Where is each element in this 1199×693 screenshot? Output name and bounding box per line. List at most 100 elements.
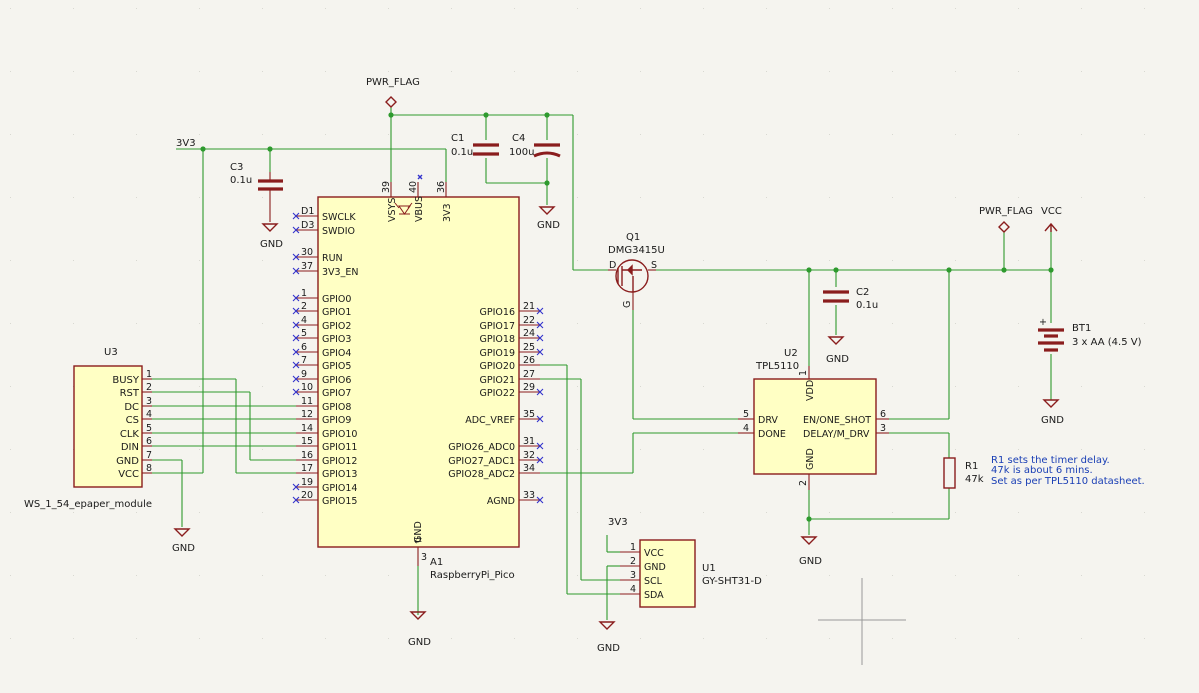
pico-pin-num-36: 36 <box>436 181 447 193</box>
u3-pin-num-4: 4 <box>146 409 152 420</box>
q1-value: DMG3415U <box>608 245 665 256</box>
note-line-1: R1 sets the timer delay. <box>991 455 1110 466</box>
no-connect-icon <box>536 442 544 450</box>
no-connect-icon <box>292 388 300 396</box>
c4-gnd-label: GND <box>537 220 560 231</box>
pico-pin-name-gpio4: GPIO4 <box>322 348 351 359</box>
no-connect-icon <box>292 307 300 315</box>
pico-pin-name-gpio21: GPIO21 <box>480 375 515 386</box>
pico-pin-num-12: 12 <box>301 409 313 420</box>
pico-pin-num-32: 32 <box>523 450 535 461</box>
u1-pin-name-vcc: VCC <box>644 548 664 559</box>
no-connect-icon <box>292 253 300 261</box>
pico-pin-name-gpio14: GPIO14 <box>322 483 357 494</box>
pico-pin-name-gpio20: GPIO20 <box>480 361 515 372</box>
pico-pin-name-swclk: SWCLK <box>322 212 356 223</box>
c2-gnd-label: GND <box>826 354 849 365</box>
u1-gnd-label: GND <box>597 643 620 654</box>
u3-pin-name-rst: RST <box>120 388 140 399</box>
no-connect-icon <box>292 496 300 504</box>
net-label-3v3: 3V3 <box>176 138 196 149</box>
pico-pin-name-gpio0: GPIO0 <box>322 294 351 305</box>
pico-pin-name-gnd: GND <box>413 521 424 543</box>
pico-pin-name-gpio15: GPIO15 <box>322 496 357 507</box>
capacitor-c1[interactable]: C1 0.1u <box>451 133 499 158</box>
u1-pin-num-2: 2 <box>630 556 636 567</box>
pico-pin-name-gpio22: GPIO22 <box>480 388 515 399</box>
timer-u2[interactable]: 5 DRV 4 DONE 6 EN/ONE_SHOT 3 DELAY/M_DRV… <box>738 348 889 567</box>
u3-pin-num-1: 1 <box>146 369 152 380</box>
pico-pin-name-gpio17: GPIO17 <box>480 321 515 332</box>
pico-gnd-arrow: ⇄ <box>414 535 422 546</box>
pico-pin-num-39: 39 <box>381 181 392 193</box>
pico-pin-num-30: 30 <box>301 247 313 258</box>
q1-pin-s: S <box>651 260 657 271</box>
pico-pin-num-24: 24 <box>523 328 535 339</box>
pico-pin-num-11: 11 <box>301 396 313 407</box>
u1-pin-name-sda: SDA <box>644 590 664 601</box>
pico-pin-name-gpio6: GPIO6 <box>322 375 351 386</box>
no-connect-icon <box>292 294 300 302</box>
a1-ref: A1 <box>430 557 443 568</box>
u3-pin-num-3: 3 <box>146 396 152 407</box>
u3-pin-name-vcc: VCC <box>118 469 139 480</box>
no-connect-icon <box>536 415 544 423</box>
pico-pin-name-gpio11: GPIO11 <box>322 442 357 453</box>
u2-pin-name-en: EN/ONE_SHOT <box>803 415 871 426</box>
no-connect-icon <box>292 212 300 220</box>
capacitor-c2[interactable]: C2 0.1u GND <box>823 287 878 365</box>
u1-pin-name-scl: SCL <box>644 576 663 587</box>
pico-pin-name-gpio18: GPIO18 <box>480 334 515 345</box>
pico-pin-name-gpio13: GPIO13 <box>322 469 357 480</box>
cursor-crosshair <box>818 578 906 665</box>
junction-dots <box>200 112 1054 522</box>
no-connect-icon <box>536 307 544 315</box>
pico-gnd-symbol <box>409 611 427 620</box>
u2-ref: U2 <box>784 348 798 359</box>
pico-pin-num-34: 34 <box>523 463 535 474</box>
capacitor-c4[interactable]: C4 100u GND <box>509 133 561 231</box>
vcc-symbol[interactable]: VCC <box>1041 206 1062 232</box>
u3-pin-num-6: 6 <box>146 436 152 447</box>
pico-pin-name-agnd: AGND <box>487 496 515 507</box>
u3-pin-name-gnd: GND <box>116 456 139 467</box>
c1-value: 0.1u <box>451 147 473 158</box>
pico-pin-num-21: 21 <box>523 301 535 312</box>
pico-pin-num-9: 9 <box>301 369 307 380</box>
pico-pin-name-gpio28-adc2: GPIO28_ADC2 <box>448 469 515 480</box>
pico-pin-name-gpio8: GPIO8 <box>322 402 351 413</box>
q1-pin-d: D <box>609 260 616 271</box>
c1-ref: C1 <box>451 133 464 144</box>
u2-pin-num-6: 6 <box>880 409 886 420</box>
pico-pin-num-31: 31 <box>523 436 535 447</box>
mosfet-q1[interactable]: Q1 DMG3415U D S G <box>608 232 665 310</box>
pwr-flag-vcc[interactable]: PWR_FLAG <box>979 206 1033 233</box>
no-connect-icon <box>536 456 544 464</box>
pico-pin-num-17: 17 <box>301 463 313 474</box>
pico-pin-num-7: 7 <box>301 355 307 366</box>
no-connect-icon <box>292 348 300 356</box>
bt1-plus-sign: + <box>1039 317 1047 328</box>
battery-bt1[interactable]: + BT1 3 x AA (4.5 V) GND <box>1038 317 1142 426</box>
capacitor-c3[interactable]: C3 0.1u GND <box>230 162 283 250</box>
u2-pin-name-drv: DRV <box>758 415 778 426</box>
pico-pin-num-2: 2 <box>301 301 307 312</box>
u1-3v3-label: 3V3 <box>608 517 628 528</box>
resistor-r1[interactable]: R1 47k <box>943 457 984 489</box>
u2-pin-num-5: 5 <box>743 409 749 420</box>
wires <box>152 107 1052 620</box>
bt1-value: 3 x AA (4.5 V) <box>1072 337 1142 348</box>
u2-value: TPL5110 <box>755 361 799 372</box>
pwr-flag-right-label: PWR_FLAG <box>979 206 1033 217</box>
u2-pin-name-done: DONE <box>758 429 786 440</box>
pwr-flag-vsys[interactable]: PWR_FLAG <box>366 77 420 108</box>
u2-pin-num-3: 3 <box>880 423 886 434</box>
bt1-gnd-label: GND <box>1041 415 1064 426</box>
pico-pin-num-26: 26 <box>523 355 535 366</box>
pico-pin-name-gpio10: GPIO10 <box>322 429 357 440</box>
